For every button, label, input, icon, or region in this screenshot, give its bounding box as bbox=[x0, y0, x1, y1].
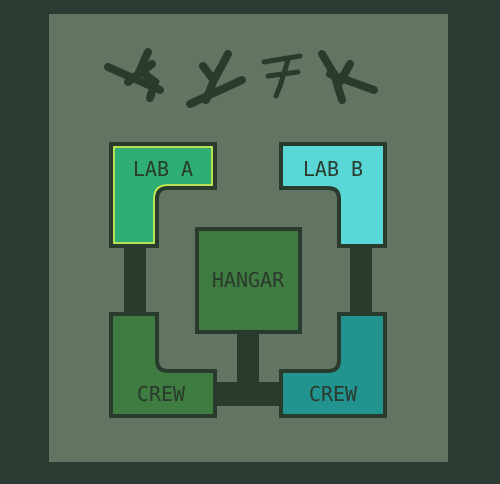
room-crew-right-label: CREW bbox=[309, 382, 358, 406]
alien-glyph-3 bbox=[261, 53, 303, 99]
room-crew-right-shape bbox=[279, 312, 387, 418]
alien-glyph-2 bbox=[186, 50, 246, 108]
room-hangar-label: HANGAR bbox=[212, 268, 285, 292]
corridor-lab-a-crew bbox=[124, 246, 146, 316]
room-lab-b[interactable]: LAB B bbox=[279, 142, 387, 248]
alien-title-glyphs bbox=[104, 48, 378, 108]
room-lab-b-label: LAB B bbox=[303, 157, 363, 181]
room-crew-left-label: CREW bbox=[137, 382, 186, 406]
room-lab-b-shape bbox=[279, 142, 387, 248]
room-lab-a-label: LAB A bbox=[133, 157, 193, 181]
alien-glyph-4 bbox=[318, 50, 378, 104]
corridor-lab-b-crew bbox=[350, 246, 372, 316]
room-lab-a-shape bbox=[109, 142, 217, 248]
room-crew-left-shape bbox=[109, 312, 217, 418]
corridor-hangar bbox=[237, 330, 259, 388]
room-hangar[interactable]: HANGAR bbox=[195, 227, 302, 334]
room-lab-a[interactable]: LAB A bbox=[109, 142, 217, 248]
corridor-crew-link bbox=[214, 382, 282, 406]
room-crew-left[interactable]: CREW bbox=[109, 312, 217, 418]
selection-outline bbox=[113, 146, 213, 244]
room-crew-right[interactable]: CREW bbox=[279, 312, 387, 418]
alien-glyph-1 bbox=[104, 48, 164, 102]
room-hangar-shape bbox=[195, 227, 302, 334]
